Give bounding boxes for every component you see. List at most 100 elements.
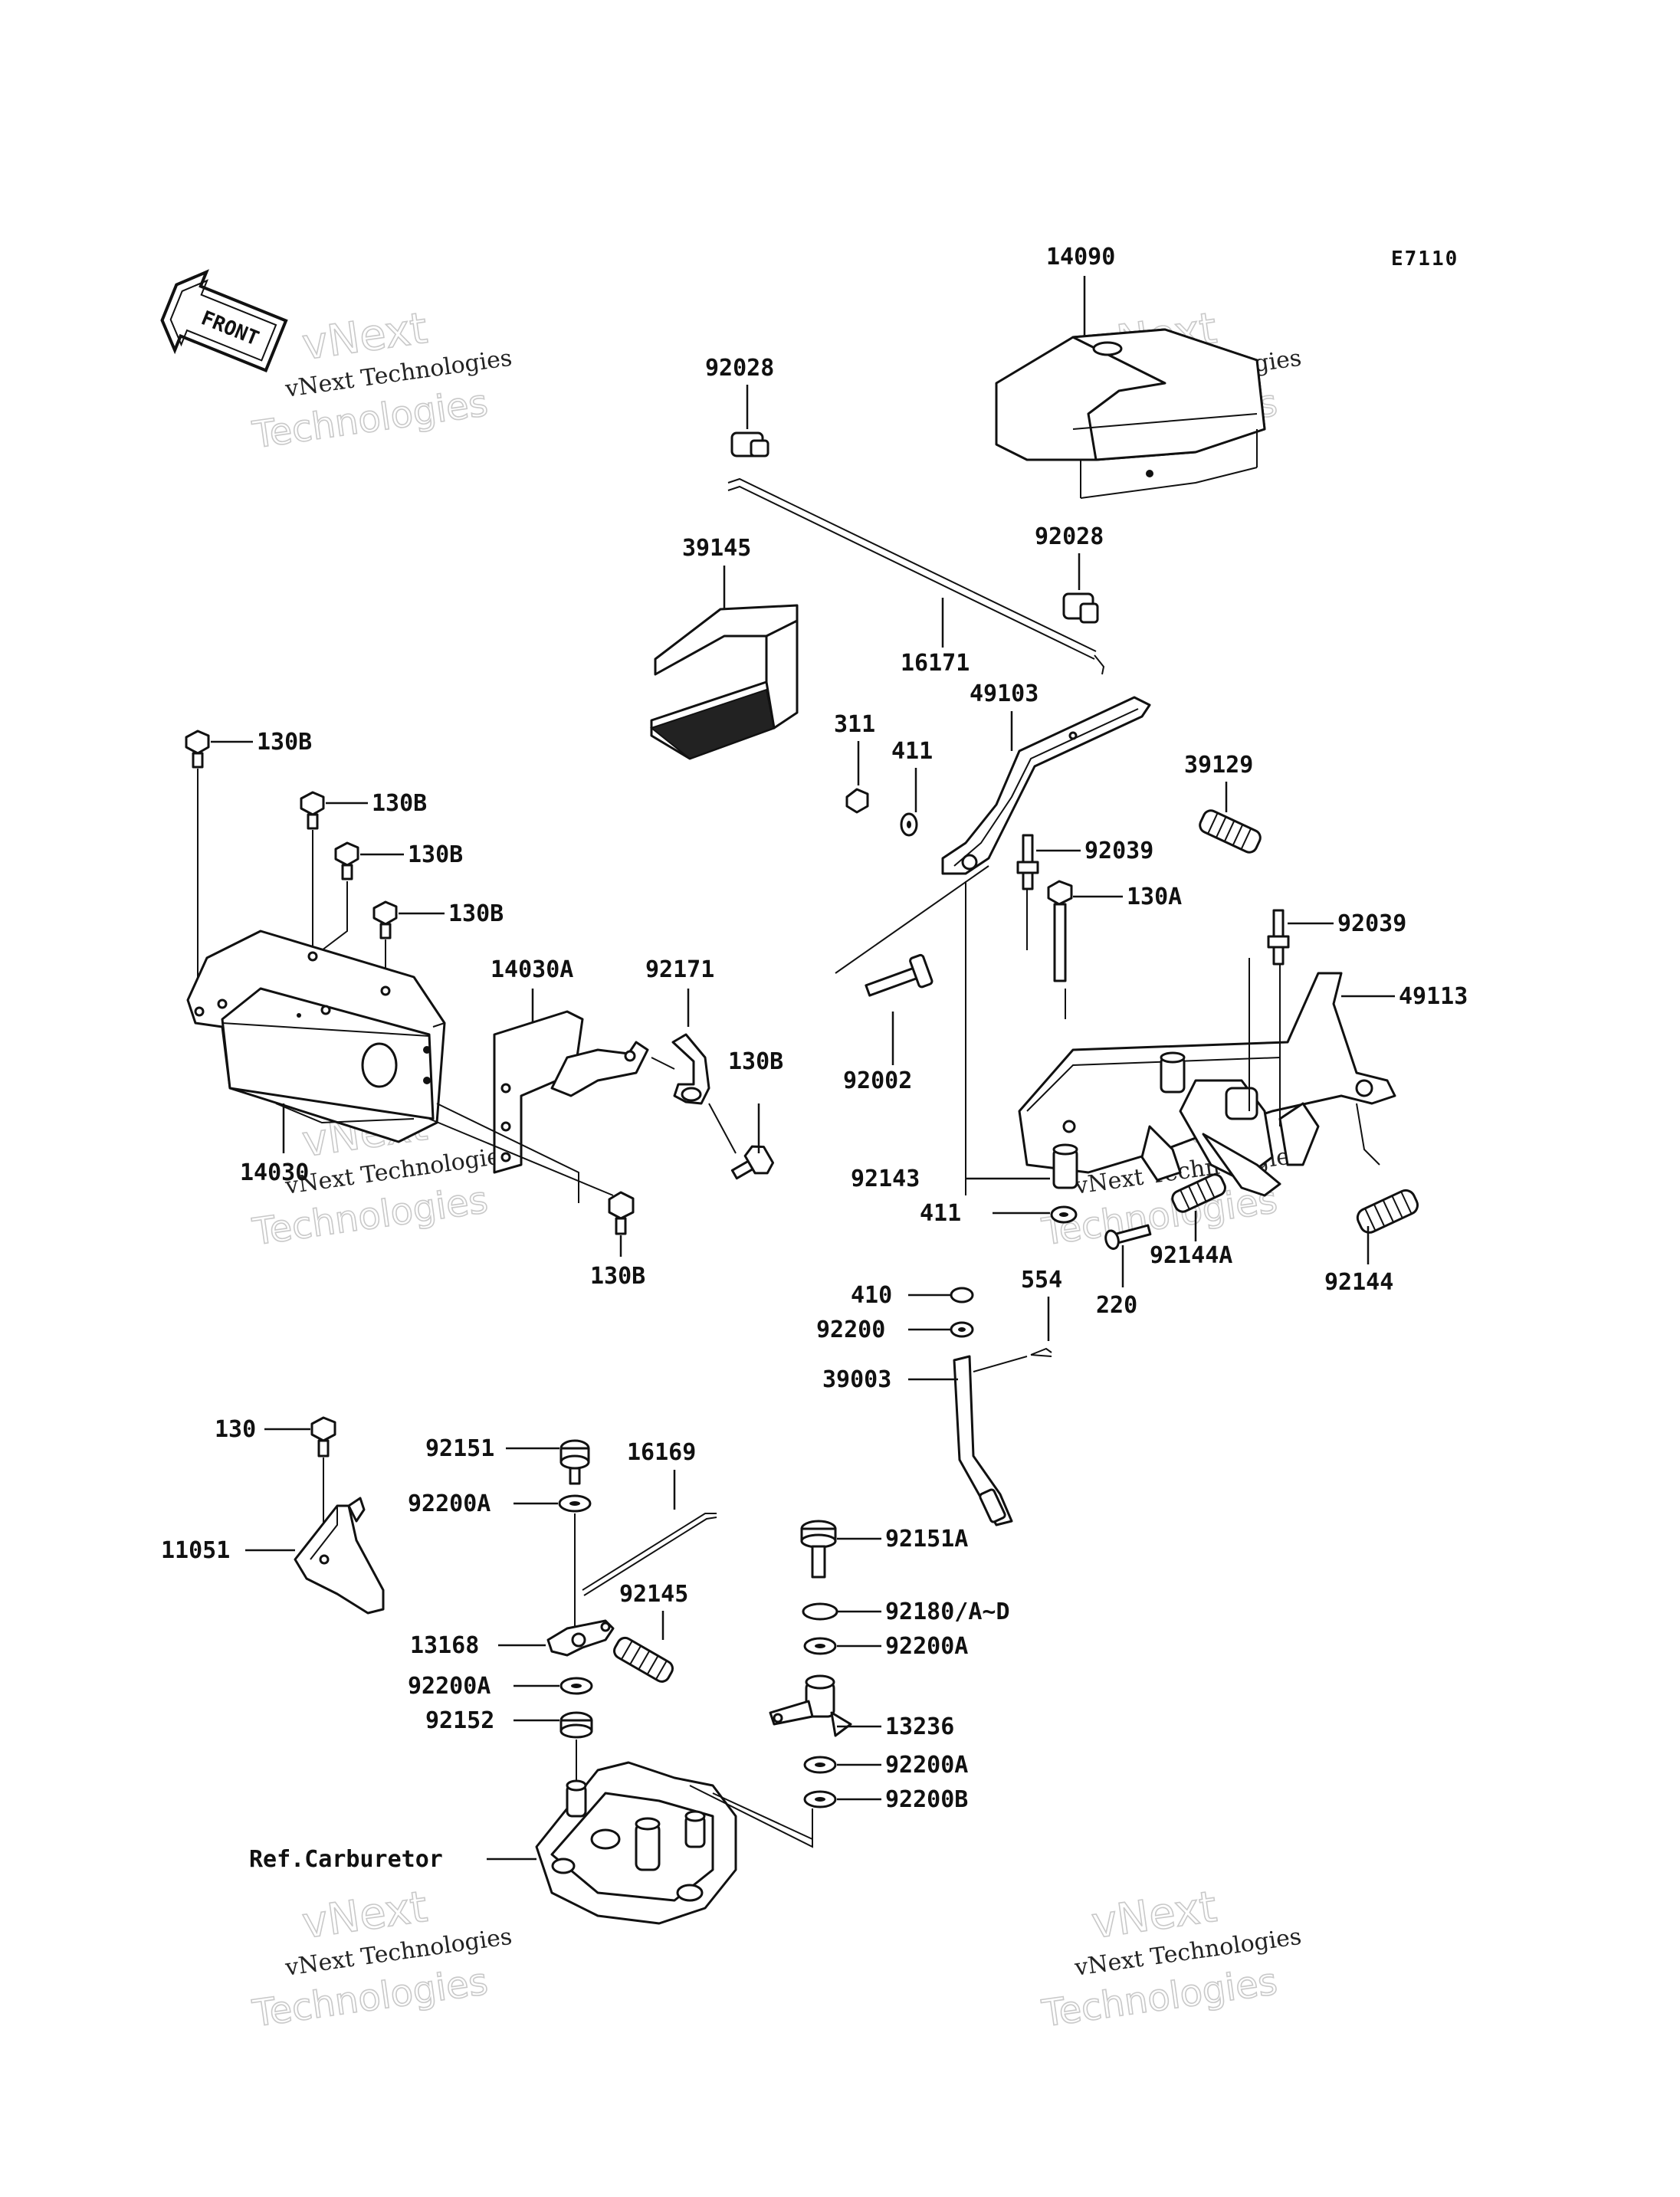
part-92144A-spring xyxy=(1171,1173,1226,1213)
label-13168: 13168 xyxy=(410,1632,479,1659)
label-92028-mid: 92028 xyxy=(1035,523,1104,550)
label-92144A: 92144A xyxy=(1150,1242,1232,1269)
part-11051-bracket xyxy=(294,1497,385,1615)
label-16171: 16171 xyxy=(901,650,970,677)
watermark-bottom-right: vNext Technologies vNext Technologies xyxy=(1039,1881,1303,2036)
label-92039-b: 92039 xyxy=(1337,910,1406,937)
part-92200B-washer xyxy=(803,1790,837,1808)
part-92151-screw xyxy=(559,1439,590,1485)
part-92002-bolt xyxy=(865,953,934,997)
label-92151: 92151 xyxy=(425,1435,494,1462)
part-130B-bolt-3 xyxy=(334,841,359,880)
label-49103: 49103 xyxy=(970,680,1039,707)
part-411-washer xyxy=(900,812,918,837)
part-92145-spring xyxy=(613,1636,674,1683)
part-92039-pin-a xyxy=(1016,834,1039,890)
label-92180: 92180/A~D xyxy=(885,1599,1010,1625)
label-220: 220 xyxy=(1096,1292,1137,1319)
label-92200A-3: 92200A xyxy=(885,1633,968,1660)
part-39129-spring xyxy=(1199,809,1262,854)
part-130A-bolt xyxy=(1047,880,1073,982)
part-130B-bolt-6 xyxy=(608,1191,635,1235)
label-554: 554 xyxy=(1021,1267,1062,1294)
part-130-bolt xyxy=(310,1416,336,1458)
label-39003: 39003 xyxy=(822,1366,891,1393)
label-92039-a: 92039 xyxy=(1084,838,1153,864)
label-14030A: 14030A xyxy=(491,956,573,983)
label-92151A: 92151A xyxy=(885,1526,968,1553)
label-11051: 11051 xyxy=(161,1537,230,1564)
part-92039-pin-b xyxy=(1267,909,1290,966)
part-49103-lever xyxy=(941,696,1151,875)
part-13168-lever xyxy=(546,1619,615,1657)
label-130B-3: 130B xyxy=(408,841,463,868)
part-carburetor-body xyxy=(535,1761,737,1925)
part-411-washer-mid xyxy=(1050,1205,1078,1224)
label-92200A-4: 92200A xyxy=(885,1752,968,1779)
label-130: 130 xyxy=(215,1416,256,1443)
label-130A: 130A xyxy=(1127,884,1182,910)
part-92200A-washer-4 xyxy=(803,1756,837,1774)
label-92200A-1: 92200A xyxy=(408,1490,491,1517)
label-39129: 39129 xyxy=(1184,752,1253,779)
label-410: 410 xyxy=(851,1282,892,1309)
part-92028-clip-top xyxy=(730,431,769,457)
part-49113-bracket xyxy=(1018,958,1396,1197)
part-13236-lever xyxy=(769,1674,852,1737)
label-14090: 14090 xyxy=(1046,244,1115,271)
label-16169: 16169 xyxy=(627,1439,696,1466)
watermark-bottom-left: vNext Technologies vNext Technologies xyxy=(249,1881,514,2036)
label-92200B: 92200B xyxy=(885,1786,968,1813)
label-92144: 92144 xyxy=(1324,1269,1393,1296)
part-92200A-washer-2 xyxy=(559,1677,593,1695)
part-410-washer xyxy=(950,1287,974,1303)
part-39145-cover xyxy=(649,604,799,760)
part-14030-box xyxy=(186,930,446,1143)
part-14090-cover xyxy=(995,328,1266,499)
part-14030A-bracket xyxy=(493,1010,649,1174)
part-92151A-screw xyxy=(800,1520,837,1579)
label-92028-top: 92028 xyxy=(705,355,774,382)
label-92002: 92002 xyxy=(843,1067,912,1094)
part-92200A-washer-1 xyxy=(558,1494,592,1513)
diagram-code: E7110 xyxy=(1391,248,1459,271)
part-92200A-washer-3 xyxy=(803,1637,837,1655)
label-92200A-2: 92200A xyxy=(408,1673,491,1700)
label-92152: 92152 xyxy=(425,1707,494,1734)
label-411-mid: 411 xyxy=(920,1200,961,1227)
part-92180-shim xyxy=(802,1602,838,1621)
part-92144-spring xyxy=(1356,1189,1419,1234)
label-130B-5: 130B xyxy=(728,1048,783,1075)
label-13236: 13236 xyxy=(885,1713,954,1740)
part-92028-clip-mid xyxy=(1062,592,1099,624)
label-92171: 92171 xyxy=(645,956,714,983)
label-92143: 92143 xyxy=(851,1166,920,1192)
part-311-nut xyxy=(845,788,869,814)
label-311: 311 xyxy=(834,711,875,738)
part-39003-lever xyxy=(953,1355,1013,1526)
label-ref-carburetor: Ref.Carburetor xyxy=(249,1846,443,1873)
label-130B-4: 130B xyxy=(448,900,504,927)
part-130B-bolt-4 xyxy=(372,900,398,939)
label-14030: 14030 xyxy=(240,1159,309,1186)
part-554-pin xyxy=(1030,1347,1052,1357)
part-92171-clip xyxy=(671,1033,710,1105)
part-220-screw xyxy=(1104,1224,1152,1251)
part-92152-collar xyxy=(559,1711,593,1739)
label-92145: 92145 xyxy=(619,1581,688,1608)
front-arrow-icon: FRONT xyxy=(160,269,288,373)
label-92200: 92200 xyxy=(816,1317,885,1343)
part-92200-washer xyxy=(950,1321,974,1338)
label-130B-6: 130B xyxy=(590,1263,645,1290)
part-130B-bolt-5 xyxy=(730,1145,775,1180)
label-130B-1: 130B xyxy=(257,729,312,756)
label-130B-2: 130B xyxy=(372,790,427,817)
part-16169-rod xyxy=(582,1513,717,1596)
part-92143-collar xyxy=(1052,1143,1078,1189)
part-130B-bolt-2 xyxy=(300,791,325,830)
label-39145: 39145 xyxy=(682,535,751,562)
label-49113: 49113 xyxy=(1399,983,1468,1010)
label-411-top: 411 xyxy=(891,738,933,765)
part-130B-bolt-1 xyxy=(185,730,210,769)
